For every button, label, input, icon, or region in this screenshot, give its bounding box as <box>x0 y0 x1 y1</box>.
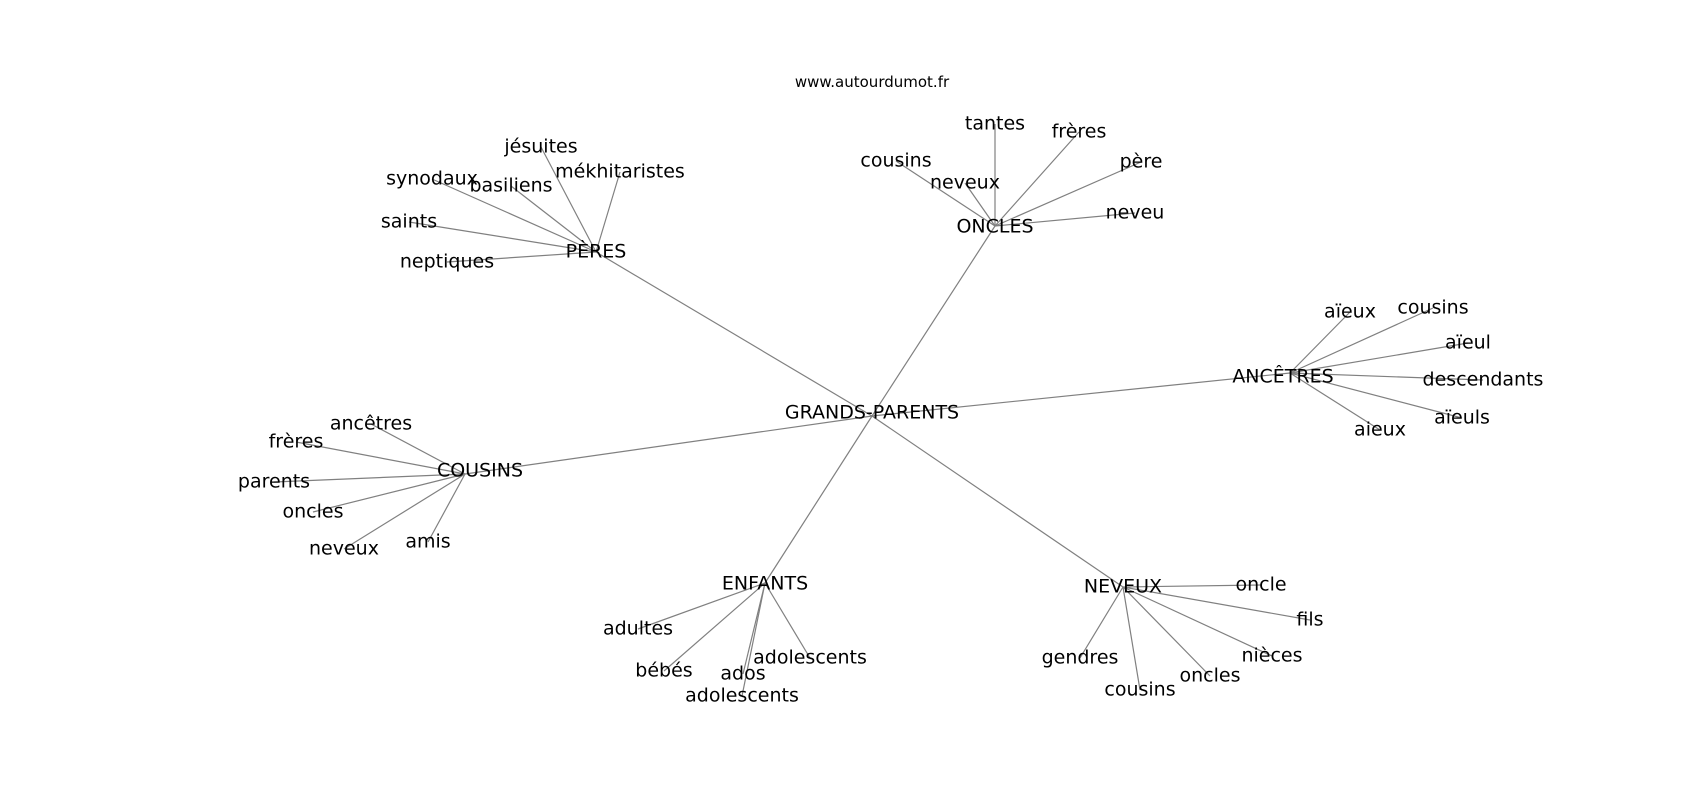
leaf-node[interactable]: neveu <box>1106 202 1165 224</box>
leaf-node[interactable]: aïeuls <box>1434 407 1490 429</box>
leaf-node[interactable]: cousins <box>1104 679 1175 701</box>
edge-hub-to-leaf <box>1289 372 1484 381</box>
edge-hub-to-leaf <box>1289 372 1463 419</box>
leaf-node[interactable]: jésuites <box>503 136 577 158</box>
leaf-node[interactable]: fils <box>1296 609 1323 631</box>
edge-hub-to-leaf <box>1122 586 1311 621</box>
edge-hub-to-leaf <box>408 221 597 253</box>
leaf-node[interactable]: adolescents <box>685 685 799 707</box>
leaf-node[interactable]: frères <box>1052 121 1107 143</box>
edge-hub-to-leaf <box>895 160 996 227</box>
leaf-node[interactable]: aïeul <box>1445 332 1491 354</box>
edge-hub-to-leaf <box>427 473 466 543</box>
edge-hub-to-leaf <box>1122 586 1211 677</box>
leaf-node[interactable]: tantes <box>965 113 1025 135</box>
center-node[interactable]: GRANDS-PARENTS <box>785 402 959 424</box>
edge-hub-to-leaf <box>741 582 766 697</box>
leaf-node[interactable]: frères <box>269 431 324 453</box>
edge-center-to-hub <box>871 225 996 417</box>
edge-hub-to-leaf <box>1079 586 1124 659</box>
hub-node[interactable]: ENFANTS <box>722 573 808 595</box>
hub-node[interactable]: ONCLES <box>956 216 1033 238</box>
edge-hub-to-leaf <box>964 182 996 227</box>
leaf-node[interactable]: oncles <box>283 501 344 523</box>
edge-hub-to-leaf <box>540 146 597 253</box>
leaf-node[interactable]: synodaux <box>386 168 478 190</box>
edges-layer <box>273 124 1484 697</box>
hub-node[interactable]: NEVEUX <box>1084 576 1162 598</box>
edge-center-to-hub <box>464 415 873 475</box>
edge-center-to-hub <box>871 415 1124 588</box>
leaf-node[interactable]: aïeux <box>1324 301 1376 323</box>
edge-hub-to-leaf <box>663 582 766 672</box>
edge-hub-to-leaf <box>994 131 1080 227</box>
leaf-node[interactable]: cousins <box>1397 297 1468 319</box>
leaf-node[interactable]: cousins <box>860 150 931 172</box>
source-credit: www.autourdumot.fr <box>794 73 950 91</box>
leaf-node[interactable]: neptiques <box>400 251 494 273</box>
leaf-node[interactable]: aieux <box>1354 419 1406 441</box>
hub-node[interactable]: PÈRES <box>566 240 627 263</box>
leaf-node[interactable]: oncle <box>1235 574 1286 596</box>
edge-center-to-hub <box>764 415 873 584</box>
leaf-node[interactable]: neveux <box>309 538 379 560</box>
leaf-node[interactable]: basiliens <box>469 175 552 197</box>
edge-hub-to-leaf <box>595 171 621 253</box>
edge-hub-to-leaf <box>510 185 597 253</box>
leaf-node[interactable]: saints <box>381 211 437 233</box>
edge-center-to-hub <box>595 251 873 417</box>
edge-hub-to-leaf <box>1289 311 1351 374</box>
edge-center-to-hub <box>871 372 1291 417</box>
leaf-node[interactable]: amis <box>405 531 450 553</box>
leaf-node[interactable]: mékhitaristes <box>555 161 685 183</box>
edge-hub-to-leaf <box>764 582 811 659</box>
edge-hub-to-leaf <box>1122 586 1141 691</box>
leaf-node[interactable]: parents <box>238 471 310 493</box>
leaf-node[interactable]: adultes <box>603 618 673 640</box>
edge-hub-to-leaf <box>637 582 766 630</box>
edge-hub-to-leaf <box>370 423 466 475</box>
leaf-node[interactable]: ancêtres <box>330 413 412 435</box>
leaf-node[interactable]: descendants <box>1423 369 1544 391</box>
edge-hub-to-leaf <box>1122 584 1262 588</box>
leaf-node[interactable]: père <box>1120 151 1163 173</box>
hub-node[interactable]: ANCÊTRES <box>1232 365 1333 388</box>
leaf-node[interactable]: oncles <box>1180 665 1241 687</box>
edge-hub-to-leaf <box>295 441 466 475</box>
leaf-node[interactable]: gendres <box>1042 647 1119 669</box>
edge-hub-to-leaf <box>1289 372 1381 431</box>
leaf-node[interactable]: adolescents <box>753 647 867 669</box>
edge-hub-to-leaf <box>994 212 1136 227</box>
edge-hub-to-leaf <box>1289 342 1469 374</box>
edge-hub-to-leaf <box>1122 586 1273 657</box>
edge-hub-to-leaf <box>273 473 466 483</box>
edge-hub-to-leaf <box>446 251 597 263</box>
hub-node[interactable]: COUSINS <box>437 460 523 482</box>
labels-layer: GRANDS-PARENTS PÈRES jésuites mékhitaristes… <box>238 113 1544 707</box>
leaf-node[interactable]: neveux <box>930 172 1000 194</box>
edge-hub-to-leaf <box>343 473 466 550</box>
edge-hub-to-leaf <box>1289 307 1434 374</box>
leaf-node[interactable]: bébés <box>635 660 692 682</box>
leaf-node[interactable]: nièces <box>1241 645 1302 667</box>
edge-hub-to-leaf <box>312 473 466 513</box>
edge-hub-to-leaf <box>431 178 597 253</box>
leaf-node[interactable]: ados <box>720 663 765 685</box>
edge-hub-to-leaf <box>994 161 1142 227</box>
